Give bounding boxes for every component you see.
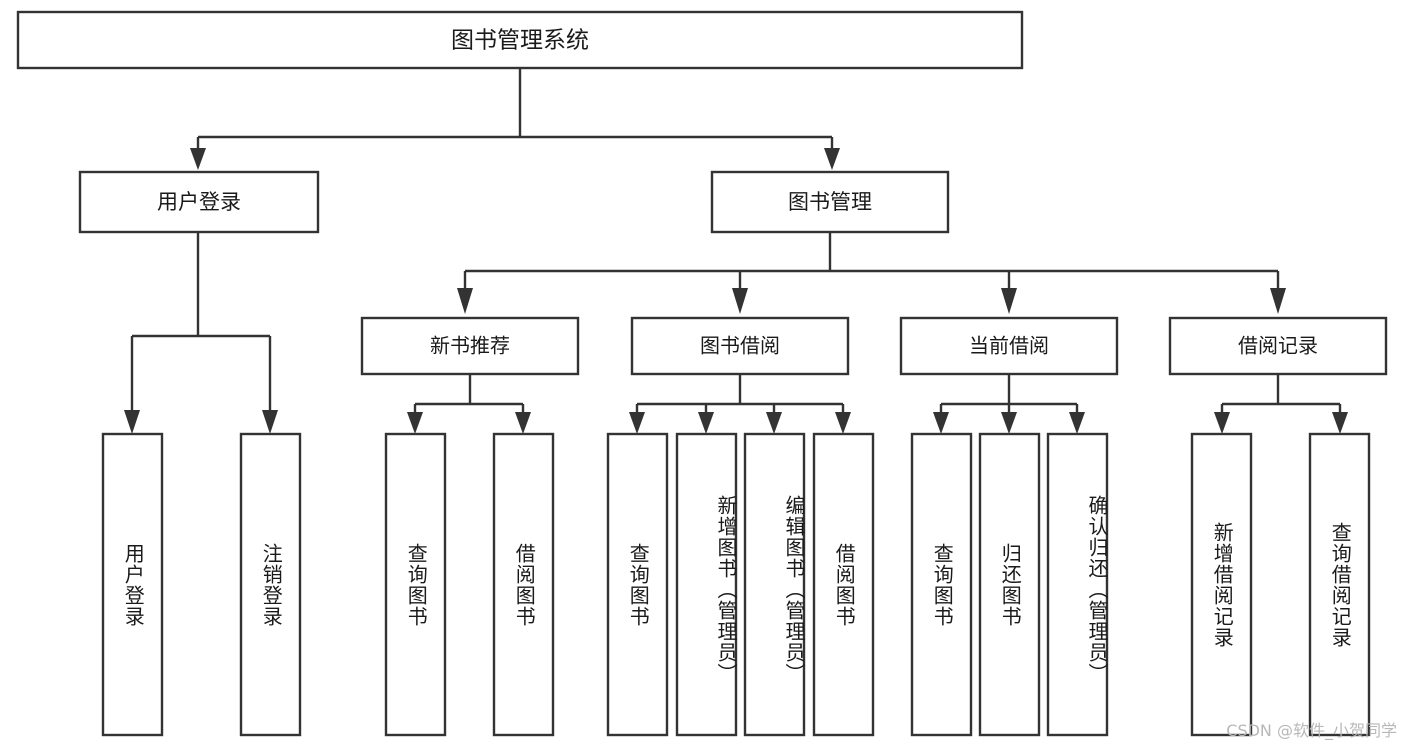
leaf-box-current-borrow-0[interactable]	[910, 432, 973, 737]
leaf-box-borrow-record-1[interactable]	[1308, 432, 1371, 737]
node-borrow-record-label: 借阅记录	[1238, 334, 1318, 358]
leaf-box-user-login-0[interactable]	[101, 432, 164, 737]
node-current-borrow-label: 当前借阅	[969, 334, 1049, 358]
leaf-box-book-borrow-1[interactable]	[675, 432, 738, 737]
leaf-box-borrow-record-0[interactable]	[1190, 432, 1253, 737]
node-borrow-record[interactable]: 借阅记录	[1168, 316, 1388, 376]
connector-book-borrow-to-leaves	[629, 374, 851, 434]
leaf-box-current-borrow-1[interactable]	[978, 432, 1041, 737]
node-book-borrow[interactable]: 图书借阅	[630, 316, 850, 376]
node-user-login[interactable]: 用户登录	[78, 170, 320, 234]
node-new-book-recommend[interactable]: 新书推荐	[360, 316, 580, 376]
leaf-box-book-borrow-3[interactable]	[812, 432, 875, 737]
connector-new-book-to-leaves	[407, 374, 531, 434]
connector-root-to-level1	[190, 68, 840, 170]
leaf-box-new-book-0[interactable]	[384, 432, 447, 737]
node-user-login-label: 用户登录	[157, 190, 241, 214]
leaf-box-book-borrow-2[interactable]	[743, 432, 806, 737]
leaf-box-current-borrow-2[interactable]	[1046, 432, 1109, 737]
connector-current-borrow-to-leaves	[933, 374, 1085, 434]
node-book-manage[interactable]: 图书管理	[710, 170, 950, 234]
node-root-system-label: 图书管理系统	[451, 28, 589, 54]
connector-borrow-record-to-leaves	[1214, 374, 1348, 434]
node-new-book-recommend-label: 新书推荐	[430, 334, 510, 358]
connector-book-manage-to-level2	[457, 232, 1286, 314]
leaf-box-user-login-1[interactable]	[239, 432, 302, 737]
csdn-watermark: CSDN @软件_小贺同学	[1226, 721, 1397, 740]
node-book-borrow-label: 图书借阅	[700, 334, 780, 358]
leaf-box-book-borrow-0[interactable]	[606, 432, 669, 737]
node-root-system[interactable]: 图书管理系统	[16, 10, 1024, 70]
leaf-box-new-book-1[interactable]	[492, 432, 555, 737]
node-book-manage-label: 图书管理	[788, 190, 872, 214]
connector-user-login-to-leaves	[124, 232, 278, 434]
node-current-borrow[interactable]: 当前借阅	[899, 316, 1119, 376]
